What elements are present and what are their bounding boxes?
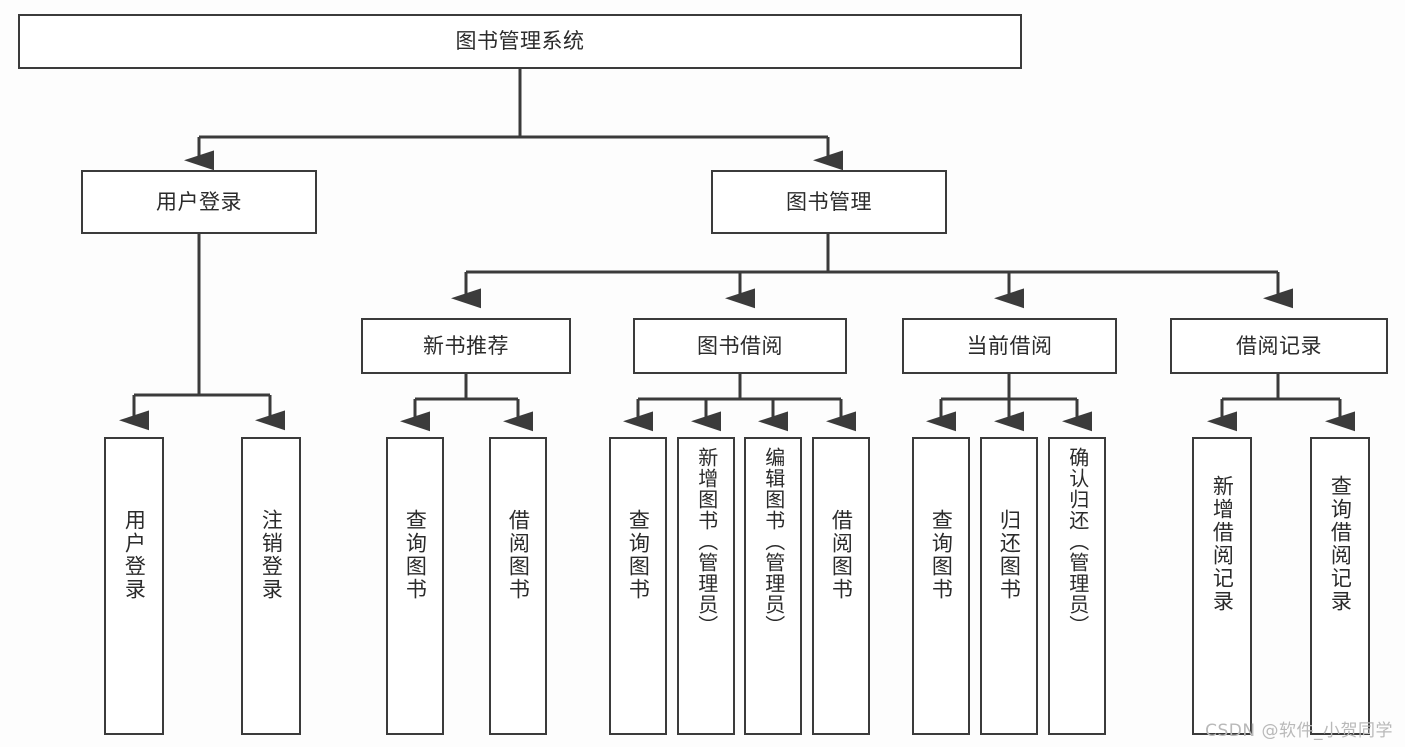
node-leaf-confirm-return[interactable]: 确认归还（管理员）	[1048, 437, 1106, 735]
node-leaf-return-book-label: 归还图书	[997, 509, 1022, 601]
node-book-manage[interactable]: 图书管理	[711, 170, 947, 234]
node-new-book-recommend[interactable]: 新书推荐	[361, 318, 571, 374]
node-book-borrow-label: 图书借阅	[697, 333, 783, 358]
node-leaf-add-record[interactable]: 新增借阅记录	[1192, 437, 1252, 735]
node-leaf-query-book-3[interactable]: 查询图书	[912, 437, 970, 735]
node-borrow-record-label: 借阅记录	[1236, 333, 1322, 358]
node-current-borrow-label: 当前借阅	[966, 333, 1053, 358]
node-leaf-user-login[interactable]: 用户登录	[104, 437, 164, 735]
node-root[interactable]: 图书管理系统	[18, 14, 1022, 69]
node-borrow-record[interactable]: 借阅记录	[1170, 318, 1388, 374]
node-leaf-user-login-label: 用户登录	[122, 509, 147, 601]
node-book-manage-label: 图书管理	[786, 189, 872, 214]
node-leaf-return-book[interactable]: 归还图书	[980, 437, 1038, 735]
node-leaf-query-record[interactable]: 查询借阅记录	[1310, 437, 1370, 735]
node-root-label: 图书管理系统	[455, 29, 585, 54]
node-leaf-borrow-book-1-label: 借阅图书	[506, 509, 531, 601]
node-leaf-edit-book-label: 编辑图书（管理员）	[761, 447, 786, 636]
node-leaf-query-record-label: 查询借阅记录	[1328, 475, 1353, 613]
node-leaf-borrow-book-1[interactable]: 借阅图书	[489, 437, 547, 735]
node-user-login-label: 用户登录	[156, 189, 242, 214]
node-current-borrow[interactable]: 当前借阅	[902, 318, 1117, 374]
node-leaf-query-book-3-label: 查询图书	[929, 509, 954, 601]
node-leaf-add-record-label: 新增借阅记录	[1210, 475, 1235, 613]
node-leaf-borrow-book-2-label: 借阅图书	[829, 509, 854, 601]
node-leaf-add-book[interactable]: 新增图书（管理员）	[677, 437, 735, 735]
node-leaf-add-book-label: 新增图书（管理员）	[694, 447, 719, 636]
node-leaf-borrow-book-2[interactable]: 借阅图书	[812, 437, 870, 735]
node-leaf-query-book-2-label: 查询图书	[626, 509, 651, 601]
node-book-borrow[interactable]: 图书借阅	[633, 318, 847, 374]
csdn-watermark: CSDN @软件_小贺同学	[1205, 721, 1393, 741]
node-leaf-query-book-1-label: 查询图书	[403, 509, 428, 601]
node-new-book-recommend-label: 新书推荐	[423, 333, 509, 358]
node-leaf-query-book-1[interactable]: 查询图书	[386, 437, 444, 735]
node-leaf-logout-label: 注销登录	[259, 509, 284, 601]
node-leaf-confirm-return-label: 确认归还（管理员）	[1065, 447, 1090, 636]
node-leaf-edit-book[interactable]: 编辑图书（管理员）	[744, 437, 802, 735]
node-user-login[interactable]: 用户登录	[81, 170, 317, 234]
node-leaf-query-book-2[interactable]: 查询图书	[609, 437, 667, 735]
node-leaf-logout[interactable]: 注销登录	[241, 437, 301, 735]
